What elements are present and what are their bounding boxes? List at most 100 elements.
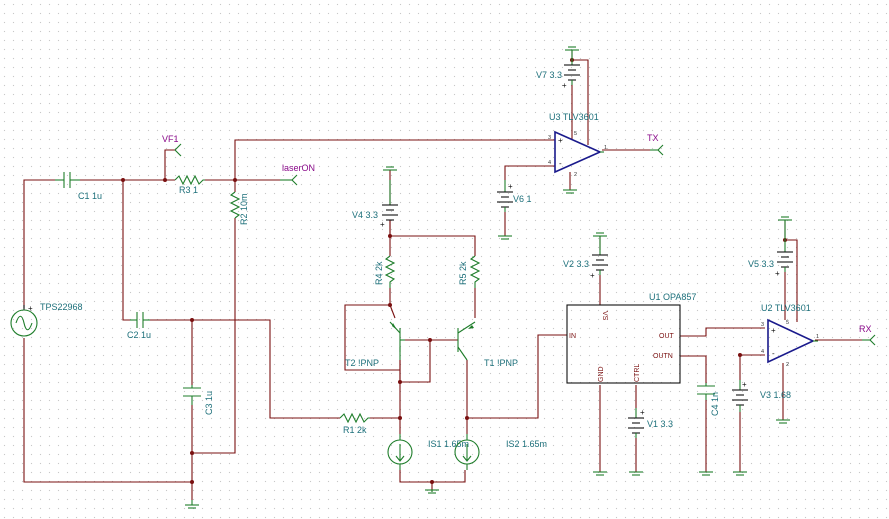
v1-label: V1 3.3	[647, 419, 673, 429]
plus-sign: +	[380, 220, 385, 229]
ground-icon	[733, 471, 747, 476]
v5-label: V5 3.3	[748, 259, 774, 269]
c3-label: C3 1u	[204, 391, 214, 415]
current-source-is2[interactable]	[454, 434, 480, 470]
pin-number: 5	[786, 320, 789, 326]
pin-number: 5	[574, 131, 577, 137]
plus-sign: +	[562, 81, 567, 90]
resistor-r4[interactable]	[384, 255, 396, 288]
u1-label: U1 OPA857	[649, 292, 696, 302]
vf1-probe[interactable]	[174, 143, 182, 157]
battery-v6[interactable]: +	[497, 180, 513, 212]
tps22968-source[interactable]: +	[10, 304, 38, 337]
is2-label: IS2 1.65m	[506, 439, 547, 449]
ground-icon	[593, 471, 607, 476]
battery-v3[interactable]: +	[732, 380, 748, 412]
u3-label: U3 TLV3601	[549, 112, 599, 122]
minus-sign: -	[559, 159, 562, 168]
ground-icon	[776, 419, 790, 424]
r1-label: R1 2k	[343, 425, 367, 435]
tx-label: TX	[647, 133, 659, 143]
comparator-u3[interactable]: + - 3 4 1 5 2	[548, 130, 607, 178]
pin-number: 1	[604, 145, 607, 151]
junctions	[121, 58, 787, 484]
r5-label: R5 2k	[458, 261, 468, 285]
t2-label: T2 !PNP	[345, 358, 379, 368]
v3-label: V3 1.68	[760, 390, 791, 400]
battery-v1[interactable]: +	[628, 408, 645, 438]
pin-number: 2	[574, 172, 577, 178]
v6-label: V6 1	[513, 194, 532, 204]
capacitor-c4[interactable]	[697, 383, 715, 400]
resistor-r5[interactable]	[469, 255, 481, 288]
plus-sign: +	[771, 326, 776, 335]
resistor-r3[interactable]	[174, 174, 205, 186]
pin-number: 3	[548, 135, 551, 141]
battery-v7[interactable]: +	[562, 50, 580, 90]
transistor-t1[interactable]	[457, 321, 476, 361]
pin-number: 2	[786, 362, 789, 368]
pin-number: 3	[761, 322, 764, 328]
ground-icon	[185, 500, 199, 509]
plus-sign: +	[558, 136, 563, 145]
tx-terminal[interactable]	[650, 144, 664, 156]
laser-on-terminal[interactable]	[280, 174, 298, 186]
r3-label: R3 1	[179, 185, 198, 195]
rx-label: RX	[859, 324, 872, 334]
c1-label: C1 1u	[78, 191, 102, 201]
transistor-t2[interactable]	[389, 321, 405, 360]
minus-sign: -	[772, 349, 775, 358]
vf1-label: VF1	[162, 134, 179, 144]
plus-sign: +	[508, 182, 513, 191]
u1-pin-in: IN	[569, 333, 576, 340]
capacitor-c1[interactable]	[55, 172, 80, 188]
ground-icon	[498, 235, 512, 240]
comparator-u2[interactable]: + - 3 4 1 5 2	[761, 318, 819, 368]
plus-sign: +	[28, 304, 33, 313]
u1-pin-gnd: GND	[598, 366, 605, 382]
tps-label: TPS22968	[40, 302, 83, 312]
v2-label: V2 3.3	[563, 259, 589, 269]
v4-label: V4 3.3	[352, 210, 378, 220]
battery-v2[interactable]: +	[590, 236, 608, 280]
c4-label: C4 1n	[710, 392, 720, 416]
pin-number: 4	[761, 349, 764, 355]
ground-icon	[383, 166, 397, 171]
wires	[23, 50, 870, 500]
c2-label: C2 1u	[127, 330, 151, 340]
ground-icon	[778, 216, 792, 221]
is1-label: IS1 1.65m	[428, 439, 469, 449]
plus-sign: +	[640, 408, 645, 417]
u1-pin-out: OUT	[659, 333, 675, 340]
laser-on-label: laserON	[282, 163, 315, 173]
plus-sign: +	[775, 269, 780, 278]
capacitor-c3[interactable]	[183, 385, 201, 405]
ground-icon	[699, 471, 713, 476]
r4-label: R4 2k	[374, 261, 384, 285]
ground-icon	[565, 46, 579, 51]
capacitor-c2[interactable]	[130, 312, 150, 328]
ground-symbols	[185, 46, 792, 509]
pin-number: 4	[548, 160, 551, 166]
current-source-is1[interactable]	[387, 434, 413, 470]
ground-icon	[425, 489, 439, 494]
v7-label: V7 3.3	[536, 70, 562, 80]
ground-icon	[593, 232, 607, 237]
rx-terminal[interactable]	[862, 334, 876, 346]
amplifier-u1[interactable]: IN VS OUT OUTN GND CTRL	[566, 304, 681, 384]
u1-pin-ctrl: CTRL	[634, 364, 641, 382]
resistor-r1[interactable]	[339, 412, 370, 424]
u2-label: U2 TLV3601	[761, 303, 811, 313]
battery-v4[interactable]: +	[380, 180, 398, 229]
plus-sign: +	[742, 380, 747, 389]
resistor-r2[interactable]	[229, 191, 241, 219]
u1-pin-vs: VS	[601, 311, 608, 321]
ground-icon	[563, 189, 577, 194]
r2-label: R2 10m	[239, 193, 249, 225]
battery-v5[interactable]: +	[775, 220, 793, 278]
ground-icon	[629, 471, 643, 476]
t1-label: T1 !PNP	[484, 358, 518, 368]
plus-sign: +	[590, 271, 595, 280]
